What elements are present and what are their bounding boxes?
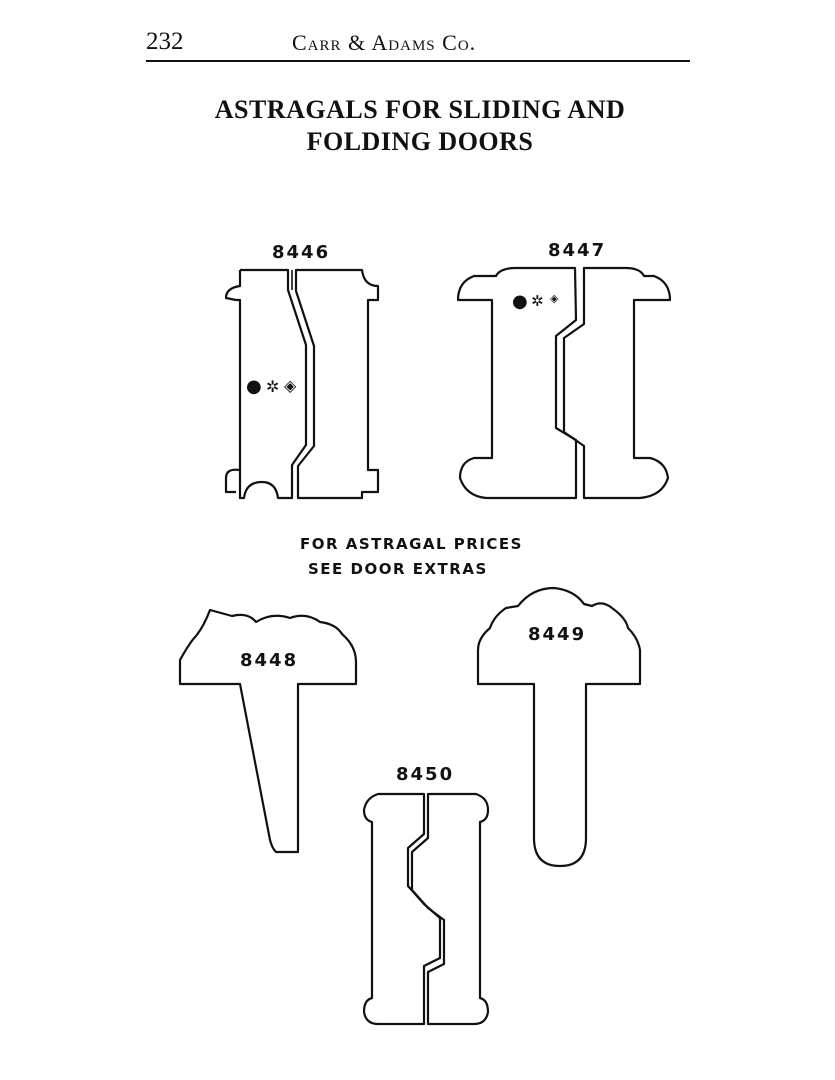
part-number-8448: 8448 [240,650,299,671]
astragal-8448-profile [178,608,358,854]
astragal-8450-left-profile [362,792,442,1026]
part-number-8447: 8447 [548,240,607,261]
header-rule [146,60,690,62]
astragal-8446-right-profile [294,268,380,500]
diamond-icon: ◈ [284,376,297,395]
price-note-line-1: FOR ASTRAGAL PRICES [300,535,523,553]
astragal-8449-profile [476,586,642,868]
astragal-8447-left-profile [456,266,578,500]
asterisk-icon: ✲ [266,377,280,396]
section-title: ASTRAGALS FOR SLIDING AND FOLDING DOORS [160,94,680,158]
running-head: Carr & Adams Co. [292,30,477,55]
astragal-8450-right-profile [410,792,490,1026]
section-title-line-2: FOLDING DOORS [306,127,534,156]
solid-dot-icon: ● [512,291,528,312]
page-number: 232 [146,28,184,55]
part-number-8450: 8450 [396,764,455,785]
price-note: FOR ASTRAGAL PRICES SEE DOOR EXTRAS [300,532,560,582]
astragal-8446-left-profile [224,268,308,500]
asterisk-icon: ✲ [531,292,544,310]
diamond-icon: ◈ [550,292,559,305]
part-number-8446: 8446 [272,242,331,263]
solid-dot-icon: ● [246,376,262,397]
section-title-line-1: ASTRAGALS FOR SLIDING AND [214,95,626,124]
astragal-8447-right-profile [562,266,672,500]
price-note-line-2: SEE DOOR EXTRAS [308,560,488,578]
part-number-8449: 8449 [528,624,587,645]
